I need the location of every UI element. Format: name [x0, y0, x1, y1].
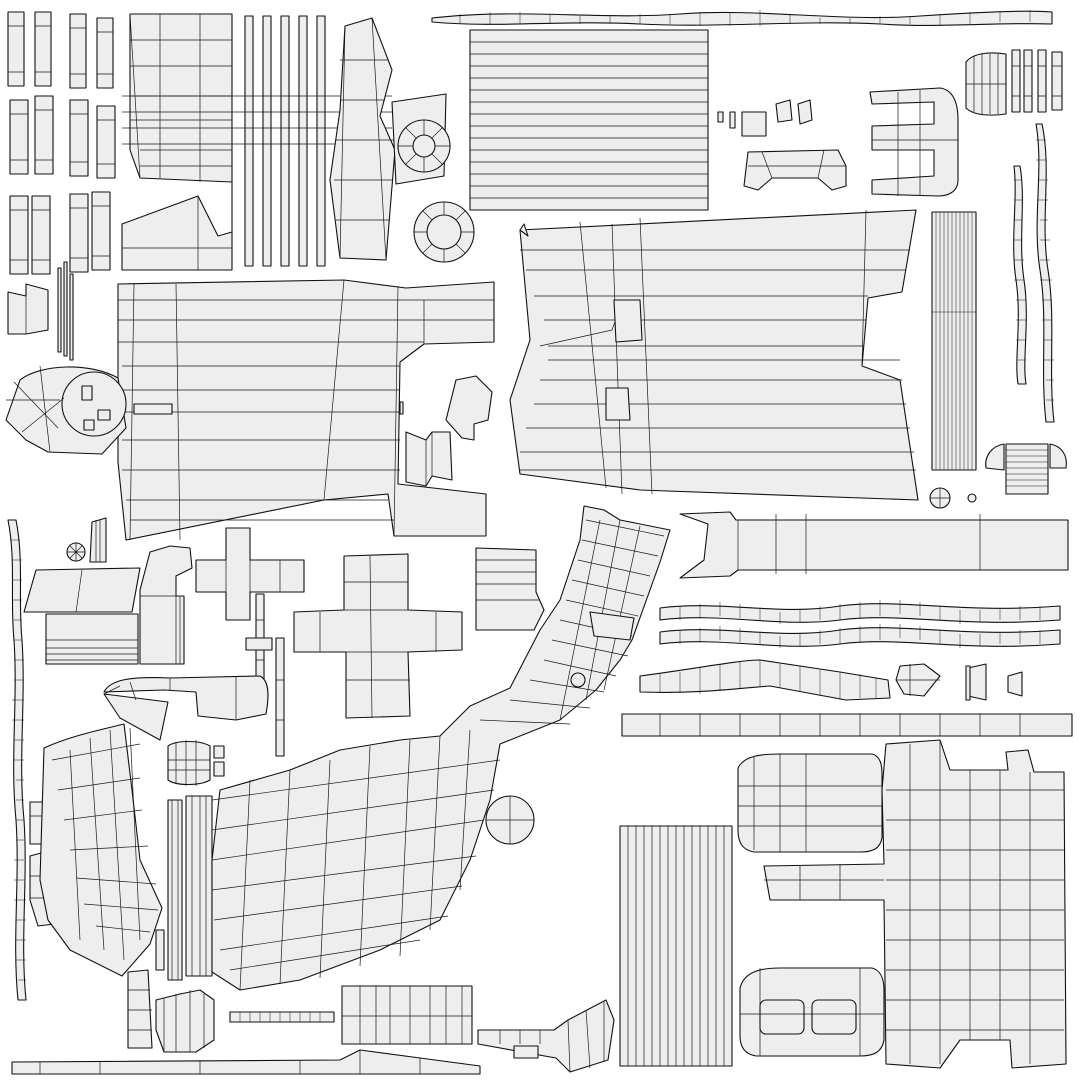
uv-island-right-straps: [1013, 123, 1055, 423]
uv-island-tiny-right: [895, 663, 1023, 701]
uv-island-left-vertical-strip: [7, 519, 27, 1001]
uv-island-wavy-bars: [659, 600, 1061, 648]
uv-island-flat-bar: [621, 713, 1073, 737]
uv-island-slim-verticals: [155, 795, 213, 981]
uv-island-rounded-box-bottom: [739, 967, 885, 1057]
uv-island-cross: [195, 527, 305, 621]
uv-island-striped-rectangle: [469, 29, 709, 211]
uv-island-rounded-box-top: [737, 753, 883, 853]
uv-island-thin-verticals: [57, 261, 74, 361]
uv-island-bottom-center-blocks: [341, 985, 615, 1073]
uv-island-ring: [413, 201, 475, 263]
uv-island-center-diagonal: [211, 505, 671, 991]
uv-island-left-curved: [39, 723, 163, 977]
uv-island-top-center-panel: [121, 13, 451, 271]
uv-island-mid-left-pieces: [23, 517, 193, 665]
uv-island-shirt-panel: [293, 553, 463, 719]
uv-island-long-bar: [679, 511, 1069, 579]
uv-island-top-wavy-strip: [431, 10, 1053, 26]
uv-island-large-left-panel: [117, 279, 495, 541]
uv-island-vertical-lines-block: [619, 825, 733, 1067]
uv-island-stacked-box: [475, 547, 545, 631]
uv-island-bottom-left-strips: [11, 969, 481, 1075]
uv-island-top-left-strips: [7, 11, 116, 275]
uv-island-top-right-pieces: [869, 49, 1063, 197]
uv-island-tapered-bar: [639, 659, 891, 701]
uv-island-round-cap: [5, 365, 127, 455]
uv-island-fans: [929, 443, 1067, 509]
uv-island-bowties: [7, 283, 493, 487]
uv-island-stick: [245, 593, 285, 757]
uv-island-bottom-right-grid: [763, 739, 1067, 1069]
uv-island-vertical-cylinder: [931, 211, 977, 471]
uv-island-small-bits: [717, 99, 847, 191]
uv-island-large-right-panel: [509, 209, 919, 501]
uv-island-handle: [103, 675, 269, 741]
